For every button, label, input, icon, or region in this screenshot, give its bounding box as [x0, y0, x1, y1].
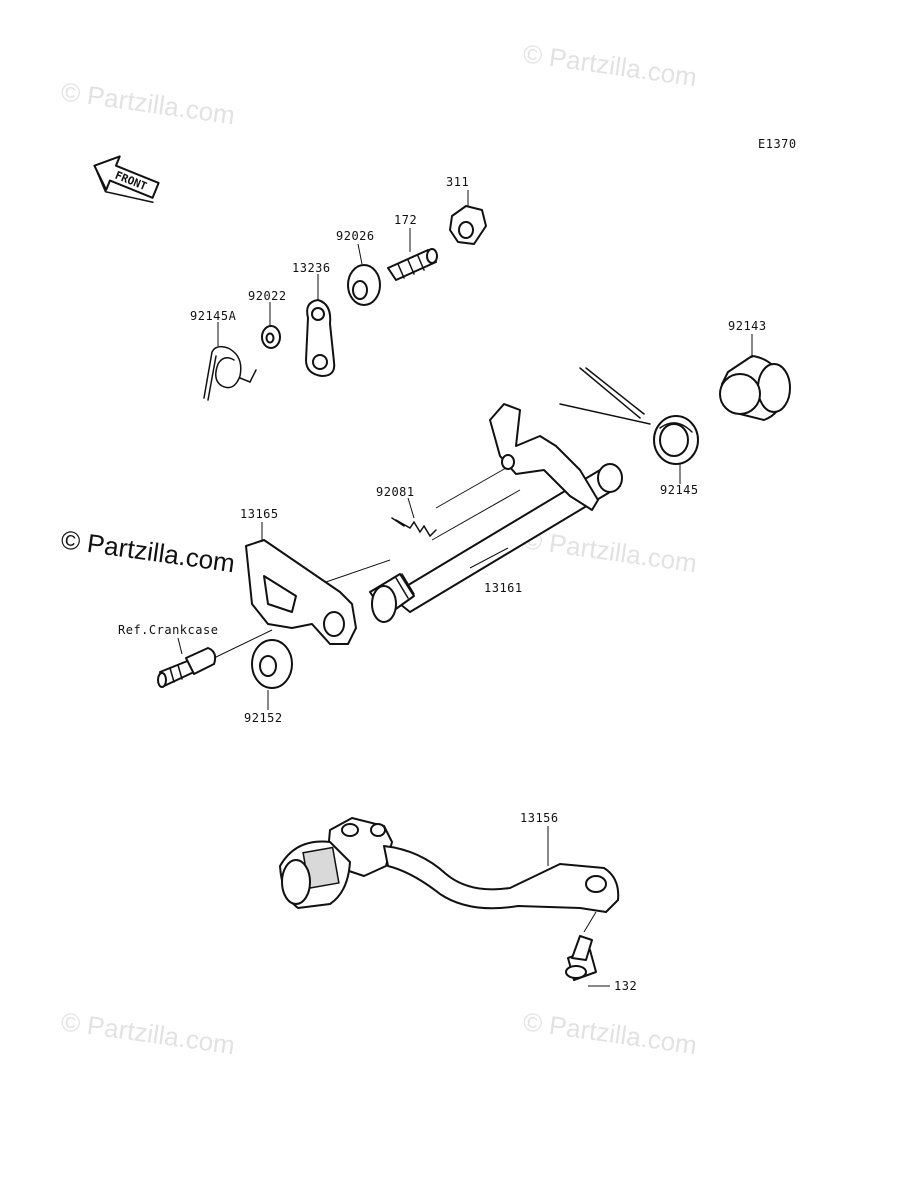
label-92152: 92152: [244, 711, 283, 725]
lever-13236: [305, 274, 336, 377]
assembly-line-upper: [435, 467, 507, 509]
label-92145: 92145: [660, 483, 699, 497]
label-92143: 92143: [728, 319, 767, 333]
watermark-bottom-left: © Partzilla.com: [59, 1006, 237, 1060]
label-92081: 92081: [376, 485, 415, 499]
label-ref-crankcase: Ref.Crankcase: [118, 623, 218, 637]
watermark-top-left: © Partzilla.com: [59, 76, 237, 130]
label-172: 172: [394, 213, 417, 227]
assembly-line-lower: [431, 489, 521, 541]
washer-92022: [261, 302, 281, 349]
shift-shaft-13161: [369, 403, 623, 623]
label-13165: 13165: [240, 507, 279, 521]
watermark-bottom-right: © Partzilla.com: [521, 1006, 699, 1060]
front-arrow-icon: FRONT: [93, 155, 160, 203]
label-311: 311: [446, 175, 469, 189]
spring-92145: [559, 367, 699, 484]
spring-92081: [391, 497, 437, 538]
watermark-top-right: © Partzilla.com: [521, 38, 699, 92]
label-92026: 92026: [336, 229, 375, 243]
spring-92145A: [203, 322, 257, 401]
shift-pedal-13156: [279, 817, 620, 913]
washer-92152: [251, 639, 293, 710]
label-13236: 13236: [292, 261, 331, 275]
washer-92026: [347, 243, 381, 306]
watermark-mid-right: © Partzilla.com: [521, 524, 699, 578]
bushing-92143: [719, 334, 791, 421]
label-13161: 13161: [484, 581, 523, 595]
crankcase-stud: [157, 629, 273, 688]
label-132: 132: [614, 979, 637, 993]
label-92022: 92022: [248, 289, 287, 303]
label-92145A: 92145A: [190, 309, 237, 323]
watermark-mid-left: © Partzilla.com: [59, 524, 237, 578]
bolt-132: [565, 911, 610, 987]
plate-13165: [245, 522, 391, 645]
label-13156: 13156: [520, 811, 559, 825]
nut-311: [449, 190, 487, 245]
pin-172: [387, 228, 438, 281]
diagram-code: E1370: [758, 137, 797, 151]
